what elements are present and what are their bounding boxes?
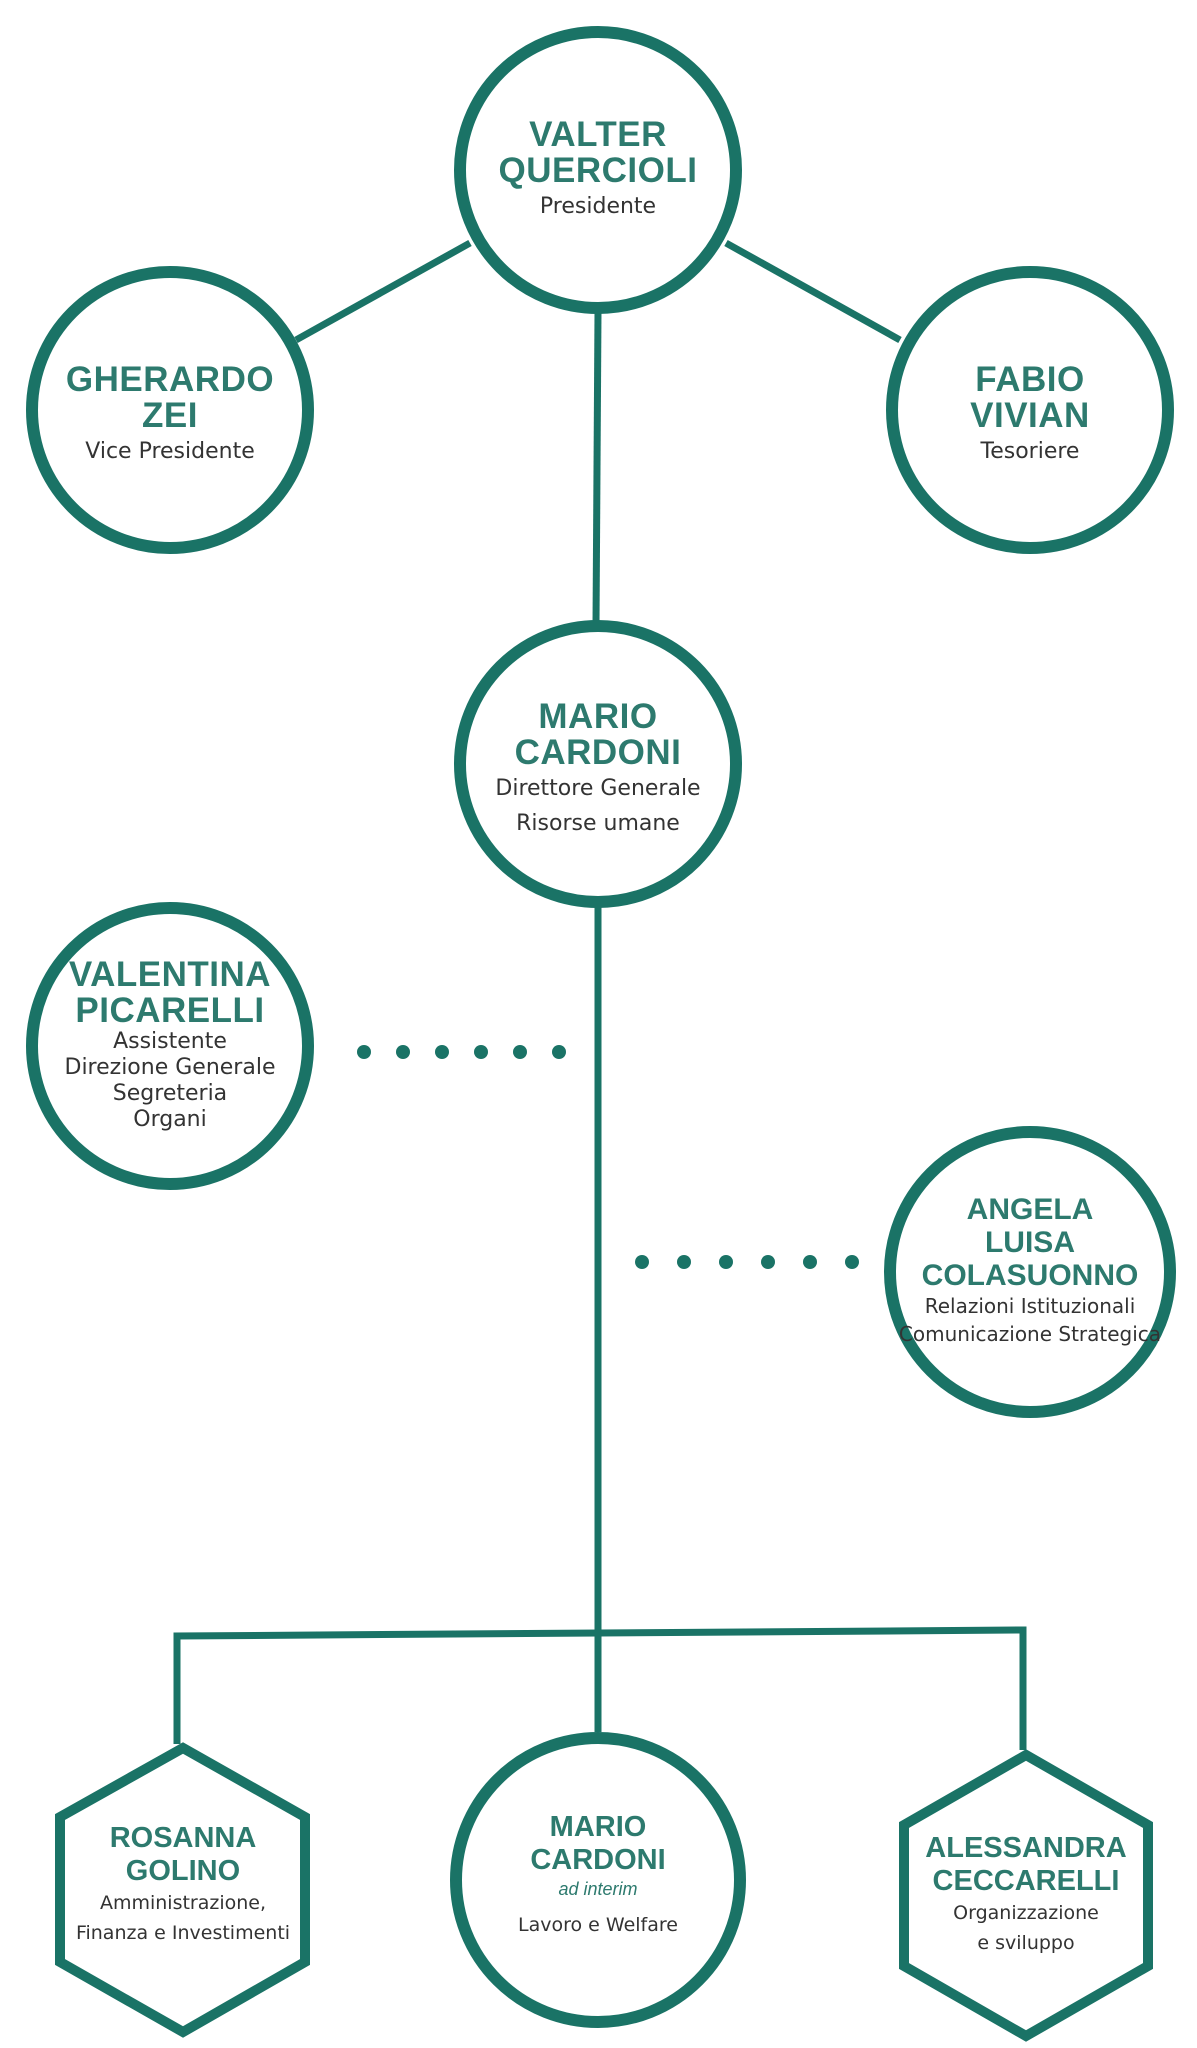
dotted-connectors: [357, 1045, 859, 1269]
link-president-treasurer: [724, 239, 902, 344]
relations-circle: [884, 1126, 1176, 1418]
finance-hexagon: [55, 1742, 310, 2038]
welfare-circle: [450, 1732, 746, 2028]
treasurer-role: Tesoriere: [980, 438, 1080, 464]
organization-hexagon: [899, 1749, 1153, 2042]
node-shapes: [26, 26, 1176, 2042]
branch-bar: [173, 1626, 1027, 1750]
welfare-role: Lavoro e Welfare: [518, 1913, 678, 1936]
link-president-director: [592, 311, 602, 625]
welfare-note: ad interim: [558, 1878, 638, 1899]
vice-president-circle: [26, 266, 314, 554]
vice-president-role: Vice Presidente: [85, 438, 255, 464]
dots-relations: [635, 1255, 859, 1269]
assistant-circle: [26, 902, 314, 1190]
president-role: Presidente: [539, 193, 657, 219]
treasurer-circle: [886, 266, 1174, 554]
finance-role: Amministrazione,Finanza e Investimenti: [75, 1892, 291, 1944]
director-circle: [454, 620, 742, 908]
dots-assistant: [357, 1045, 566, 1059]
president-circle: [454, 26, 742, 314]
link-president-vice: [294, 239, 472, 344]
connector-lines: [173, 239, 1027, 1750]
